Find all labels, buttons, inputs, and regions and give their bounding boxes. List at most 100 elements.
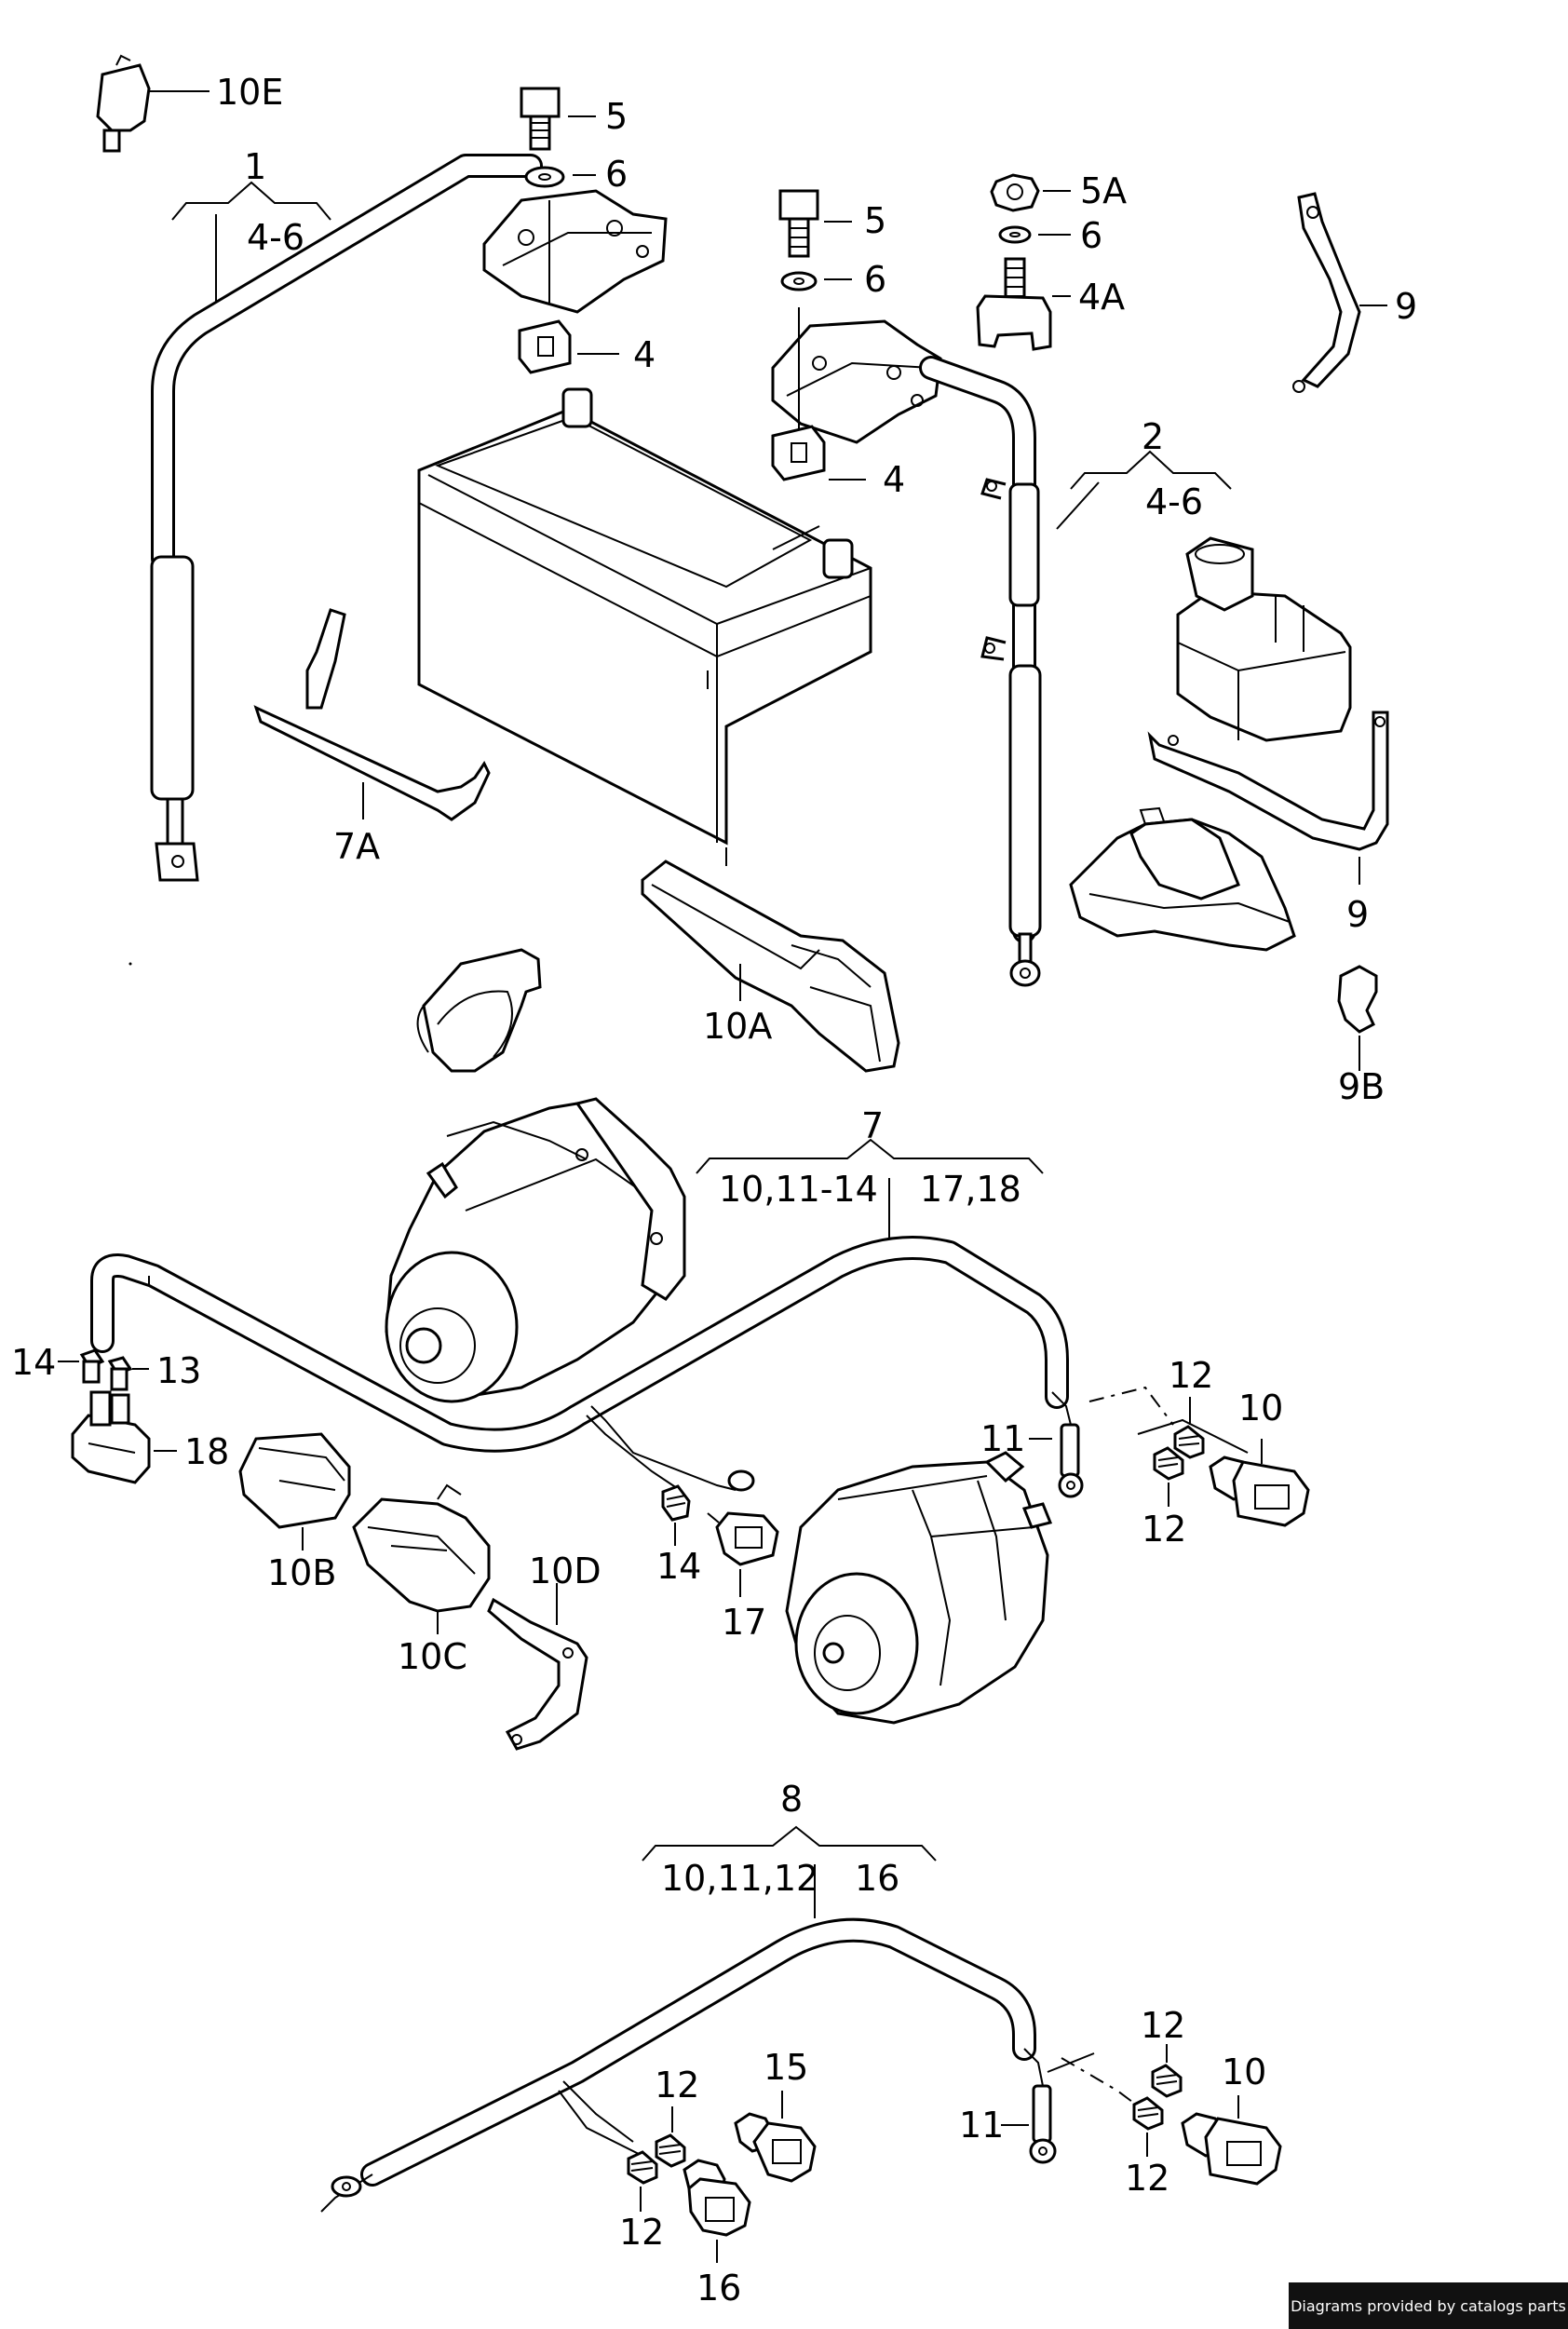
callout-10d: 10D [529, 1550, 602, 1591]
callout-1: 1 [244, 146, 266, 187]
callout-10c: 10C [398, 1636, 467, 1677]
nut-4-right [771, 425, 866, 481]
bolt-5-right [778, 189, 852, 258]
cable-2-bracket [1056, 450, 1232, 530]
callout-8: 8 [780, 1779, 803, 1820]
battery-cable-2 [919, 356, 1042, 987]
callout-6-left: 6 [605, 154, 628, 195]
connector-15 [734, 2091, 817, 2183]
callout-12-mid-lower: 12 [1142, 1509, 1186, 1550]
callout-9-lower: 9 [1346, 894, 1369, 935]
harness-8-bracket [642, 1825, 937, 1918]
ignition-coil [1176, 536, 1352, 742]
harness-7 [90, 1236, 1069, 1492]
stud-4a [976, 257, 1071, 351]
holder-10b [238, 1432, 351, 1550]
clip-9b [1337, 965, 1378, 1071]
ring-terminal-11 [1029, 1391, 1084, 1498]
callout-8-left: 10,11,12 [661, 1858, 818, 1899]
bolt-5-left [520, 87, 596, 151]
bracket-10d [487, 1583, 588, 1751]
battery [417, 387, 872, 866]
callout-5-right: 5 [864, 200, 886, 241]
callout-12-bottom-upper: 12 [655, 2065, 699, 2106]
ground-strap-9-lower [1147, 711, 1389, 885]
callout-17: 17 [722, 1602, 766, 1643]
callout-16: 16 [696, 2268, 741, 2309]
callout-10-mid: 10 [1238, 1388, 1283, 1429]
callout-15: 15 [764, 2047, 808, 2088]
terminal-12-right-lower [1132, 2096, 1164, 2157]
callout-11-bottom: 11 [959, 2105, 1004, 2146]
starter-motor [385, 1097, 686, 1403]
callout-14-left: 14 [11, 1342, 56, 1383]
alternator [785, 1451, 1053, 1725]
callout-6-right: 6 [864, 259, 886, 300]
callout-1-range: 4-6 [247, 217, 304, 258]
terminal-12-bottom-lower [627, 2150, 658, 2212]
washer-6-right [780, 271, 852, 291]
callout-5-left: 5 [605, 96, 628, 137]
terminal-clamp-left [482, 189, 668, 314]
terminal-clamp-right [771, 307, 942, 444]
callout-4-left: 4 [633, 334, 656, 375]
harness-7-bracket [696, 1138, 1044, 1243]
fuse-holder-10a [641, 860, 900, 1073]
terminal-12-upper [1173, 1397, 1205, 1459]
callout-13: 13 [156, 1350, 201, 1391]
terminal-14-left [58, 1348, 105, 1384]
connector-10-bottom [1181, 2095, 1282, 2186]
nut-4-left [518, 319, 619, 374]
callout-7a: 7A [333, 826, 380, 867]
ring-terminal-11-bottom [1001, 2048, 1057, 2164]
callout-7: 7 [861, 1105, 884, 1146]
relay-clip-10e [96, 54, 210, 153]
callout-18: 18 [184, 1431, 229, 1472]
callout-10-bottom: 10 [1222, 2051, 1266, 2092]
callout-4-right: 4 [883, 459, 905, 500]
callout-10b: 10B [267, 1552, 336, 1593]
callout-9b: 9B [1338, 1066, 1385, 1107]
callout-5a: 5A [1080, 170, 1127, 211]
bracket-7a [253, 608, 491, 821]
terminal-12-bottom-upper [655, 2106, 686, 2168]
callout-6-stud: 6 [1080, 215, 1102, 256]
connector-10-mid [1209, 1439, 1310, 1527]
footer-credit: Diagrams provided by catalogs parts [1289, 2282, 1568, 2329]
harness-8-branch-right [1047, 2052, 1156, 2119]
connector-18 [71, 1390, 177, 1484]
terminal-13 [107, 1356, 149, 1391]
holder-10c [352, 1483, 491, 1634]
connector-16 [683, 2159, 751, 2263]
terminal-12-lower [1153, 1446, 1184, 1507]
callout-2-range: 4-6 [1145, 481, 1203, 522]
connector-17 [707, 1511, 779, 1597]
washer-6-stud [998, 225, 1071, 244]
terminal-12-right-upper [1151, 2044, 1183, 2098]
washer-6-left [524, 166, 596, 188]
callout-12-mid-upper: 12 [1169, 1355, 1213, 1396]
harness-7-branch-right [1088, 1386, 1249, 1454]
terminal-14-mid [661, 1484, 691, 1546]
ground-strap-9-top [1292, 192, 1387, 393]
battery-cable-1 [150, 154, 543, 882]
callout-10a: 10A [703, 1006, 772, 1047]
callout-14-mid: 14 [656, 1546, 701, 1587]
mounting-bracket-ring [416, 948, 542, 1073]
callout-10e: 10E [216, 72, 283, 113]
cable-1-bracket [171, 181, 331, 317]
callout-8-right: 16 [855, 1858, 899, 1899]
callout-12-right-lower: 12 [1125, 2158, 1169, 2199]
callout-12-bottom-lower: 12 [619, 2212, 664, 2253]
callout-12-right-upper: 12 [1141, 2005, 1185, 2046]
nut-5a [990, 173, 1071, 212]
callout-11-mid: 11 [980, 1418, 1025, 1459]
callout-7-right: 17,18 [920, 1169, 1021, 1210]
harness-8 [320, 1917, 1036, 2213]
callout-2: 2 [1142, 416, 1164, 457]
callout-7-left: 10,11-14 [719, 1169, 878, 1210]
callout-9-top: 9 [1395, 286, 1417, 327]
engine-bracket [1069, 806, 1296, 952]
callout-4a: 4A [1078, 277, 1125, 318]
